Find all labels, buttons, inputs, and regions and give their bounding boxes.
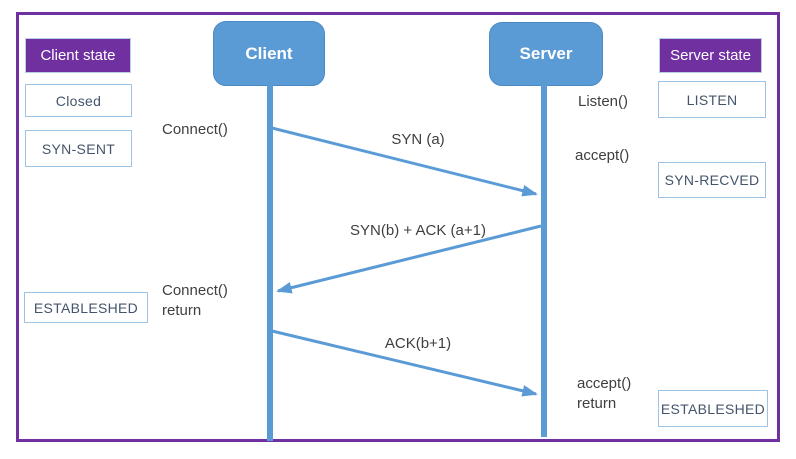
accept-call-label: accept(): [575, 147, 630, 164]
ack-message-label: ACK(b+1): [384, 335, 452, 352]
syn-message-label: SYN (a): [391, 131, 445, 148]
client-state-established: ESTABLESHED: [24, 292, 148, 323]
client-state-syn-sent: SYN-SENT: [25, 130, 132, 167]
accept-return-line1: accept(): [577, 375, 632, 392]
client-state-header: Client state: [25, 38, 131, 73]
diagram-border: [16, 12, 780, 442]
connect-return-line1: Connect(): [162, 282, 228, 299]
syn-ack-message-label: SYN(b) + ACK (a+1): [350, 222, 486, 239]
server-state-header: Server state: [659, 38, 762, 73]
listen-call-label: Listen(): [578, 93, 629, 110]
accept-return-label: accept() return: [577, 374, 631, 414]
connect-return-label: Connect() return: [162, 281, 228, 321]
client-lifeline: [267, 85, 273, 441]
accept-return-line2: return: [577, 395, 617, 412]
server-actor-box: Server: [489, 22, 603, 86]
server-state-listen: LISTEN: [658, 81, 766, 118]
connect-call-label: Connect(): [162, 121, 228, 138]
server-state-established: ESTABLESHED: [658, 390, 768, 427]
client-state-closed: Closed: [25, 84, 132, 117]
server-lifeline: [541, 85, 547, 437]
client-actor-box: Client: [213, 21, 325, 86]
connect-return-line2: return: [162, 302, 202, 319]
server-state-syn-recved: SYN-RECVED: [658, 162, 766, 198]
